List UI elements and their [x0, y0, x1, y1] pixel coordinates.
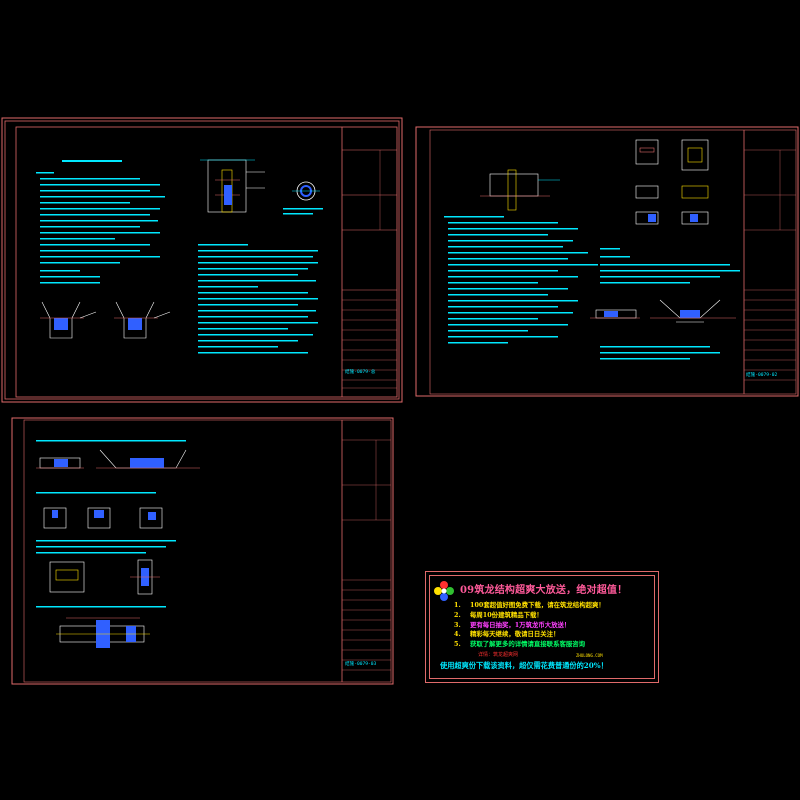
promo-item[interactable]: 4. 精彩每天继续，敬请日日关注！ [454, 630, 654, 640]
promo-panel: 09筑龙结构超爽大放送，绝对超值！ 1. 100套超值好图免费下载，请在筑龙结构… [425, 571, 659, 683]
promo-item[interactable]: 5. 获取了解更多的详情请直接联系客服咨询 [454, 640, 654, 650]
sheet-3-detail-row2 [43, 507, 163, 529]
sheet-2-border [429, 129, 797, 395]
promo-item-number: 3. [454, 620, 461, 629]
sheet-3-detail-row4 [56, 617, 150, 648]
sheet-1-notes-left [36, 160, 165, 284]
sheet-2: 结施-0079-02 [415, 126, 799, 397]
sheet-3-tb-rows [342, 439, 391, 671]
promo-item[interactable]: 2. 每周10份建筑精品下载！ [454, 611, 654, 621]
promo-item[interactable]: 1. 100套超值好图免费下载，请在筑龙结构超爽！ [454, 601, 654, 611]
sheet-3-detail-row1 [36, 449, 200, 469]
sheet-2-detail-boxes [635, 139, 709, 225]
promo-item-text: 精彩每天继续，敬请日日关注！ [470, 630, 560, 639]
promo-bottom-line: 使用超爽份下载该资料，超仅需花费普通份的20%！ [440, 661, 608, 670]
zhulong-logo-icon [434, 581, 454, 601]
sheet-1-detail-section [200, 159, 265, 213]
sheet-1-detail-ring [283, 181, 323, 215]
sheet-2-notes [444, 216, 740, 360]
promo-sub-note: 详情：筑龙超爽网 [478, 652, 519, 658]
promo-item-number: 5. [454, 640, 461, 649]
sheet-2-detail-top [480, 169, 560, 211]
sheet-3-drawing-code: 结施-0079-03 [345, 660, 377, 667]
promo-item-text: 100套超值好图免费下载，请在筑龙结构超爽！ [470, 601, 605, 609]
sheet-3-border [23, 419, 392, 683]
sheet-1-drawing-code: 结施-0079-总 [345, 368, 376, 375]
sheet-1-notes-right [198, 244, 318, 354]
sheet-2-frame [415, 126, 799, 397]
promo-item-number: 4. [454, 630, 461, 639]
sheet-3: 结施-0079-03 [11, 417, 394, 685]
sheet-1: 结施-0079-总 [1, 117, 403, 403]
promo-list: 1. 100套超值好图免费下载，请在筑龙结构超爽！ 2. 每周10份建筑精品下载… [454, 601, 654, 650]
sheet-1-outer-frame [1, 117, 403, 403]
sheet-2-tb-rows [744, 149, 796, 381]
sheet-1-border [15, 126, 398, 398]
promo-inner-frame [429, 575, 655, 679]
promo-item-text: 每周10份建筑精品下载！ [470, 610, 543, 619]
promo-item[interactable]: 3. 更有每日抽奖，1万筑龙币大放送！ [454, 621, 654, 631]
sheet-2-drawing-code: 结施-0079-02 [746, 371, 778, 378]
sheet-3-notes [36, 440, 186, 608]
promo-item-number: 1. [454, 601, 461, 609]
promo-item-text: 获取了解更多的详情请直接联系客服咨询 [470, 640, 586, 649]
promo-title: 09筑龙结构超爽大放送，绝对超值！ [460, 585, 628, 596]
promo-item-text: 更有每日抽奖，1万筑龙币大放送！ [470, 620, 571, 629]
promo-item-number: 2. [454, 610, 461, 619]
sheet-1-outer-frame-2 [4, 120, 400, 400]
sheet-1-detail-bottom-left [40, 301, 171, 339]
sheet-2-detail-bottom [590, 299, 736, 323]
sheet-3-detail-row3 [49, 559, 160, 595]
promo-code-note: ZHULONG.COM [576, 653, 603, 658]
sheet-3-frame [11, 417, 394, 685]
sheet-1-tb-rows [342, 150, 397, 389]
